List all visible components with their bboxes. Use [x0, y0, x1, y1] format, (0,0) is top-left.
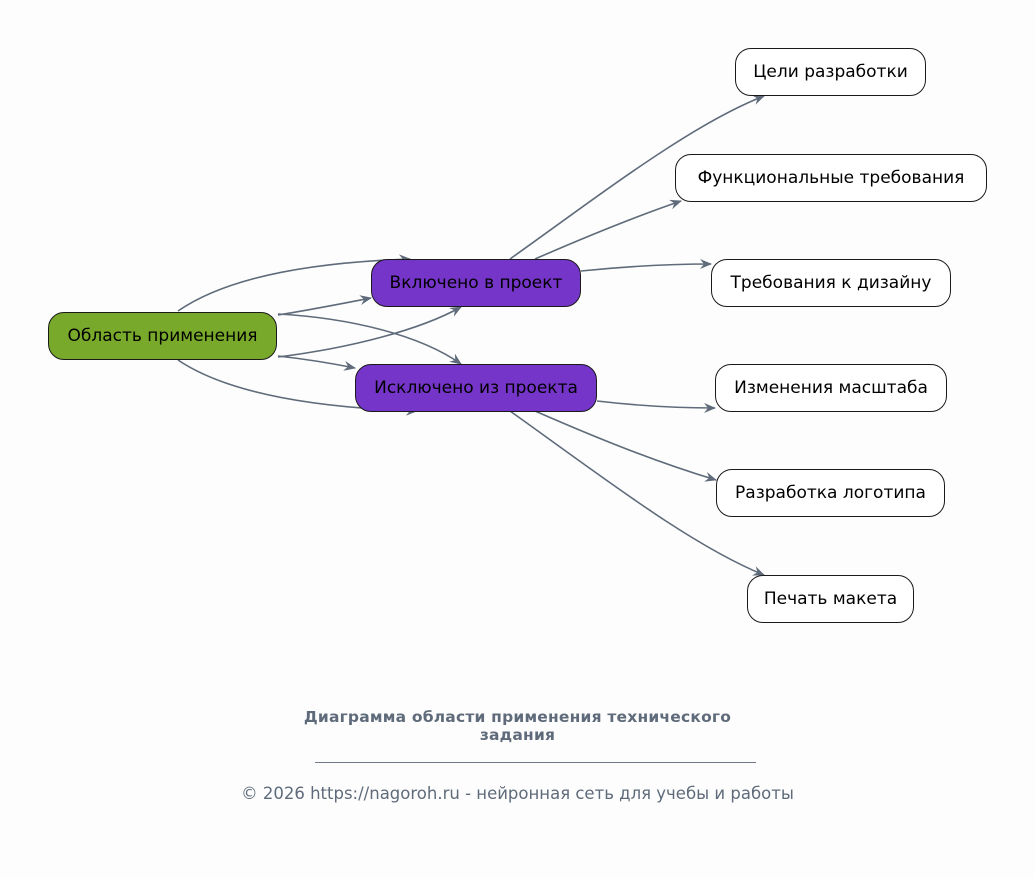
node-included-in-project[interactable]: Включено в проект	[371, 259, 581, 307]
node-logo-development[interactable]: Разработка логотипа	[716, 469, 945, 517]
diagram-title-line-2: задания	[479, 726, 556, 744]
node-excluded-from-project[interactable]: Исключено из проекта	[355, 364, 597, 412]
edge-excluded-to-scale	[596, 400, 716, 413]
node-label: Область применения	[67, 326, 258, 346]
node-functional-requirements[interactable]: Функциональные требования	[675, 154, 987, 202]
divider-line	[315, 762, 756, 763]
diagram-title-line-1: Диаграмма области применения техническог…	[303, 708, 732, 726]
node-root-scope[interactable]: Область применения	[48, 312, 277, 360]
node-label: Печать макета	[763, 589, 898, 609]
node-label: Функциональные требования	[697, 168, 965, 188]
node-scale-changes[interactable]: Изменения масштаба	[715, 364, 947, 412]
node-label: Разработка логотипа	[735, 483, 926, 503]
edge-root-to-included	[277, 306, 462, 358]
node-development-goals[interactable]: Цели разработки	[735, 48, 926, 96]
node-label: Изменения масштаба	[734, 378, 928, 398]
node-label: Требования к дизайну	[730, 273, 932, 293]
edge-excluded-to-logo	[534, 410, 717, 482]
edge-excluded-to-print	[509, 410, 765, 576]
copyright-credit: © 2026 https://nagoroh.ru - нейронная се…	[241, 784, 794, 803]
node-design-requirements[interactable]: Требования к дизайну	[711, 259, 951, 307]
node-layout-printing[interactable]: Печать макета	[747, 575, 914, 623]
diagram-title: Диаграмма области применения техническог…	[0, 708, 1035, 744]
edge-included-to-functional	[534, 199, 682, 260]
node-label: Включено в проект	[389, 273, 563, 293]
edges-layer	[177, 95, 765, 576]
edge-root-to-excluded	[277, 355, 356, 371]
edge-included-to-design	[580, 259, 712, 272]
node-label: Цели разработки	[753, 62, 908, 82]
edge-root-to-included	[277, 295, 372, 316]
edge-included-to-goals	[509, 95, 765, 260]
edge-root-to-excluded	[277, 313, 462, 365]
edge-root-to-included	[177, 254, 411, 312]
node-label: Исключено из проекта	[374, 378, 578, 398]
